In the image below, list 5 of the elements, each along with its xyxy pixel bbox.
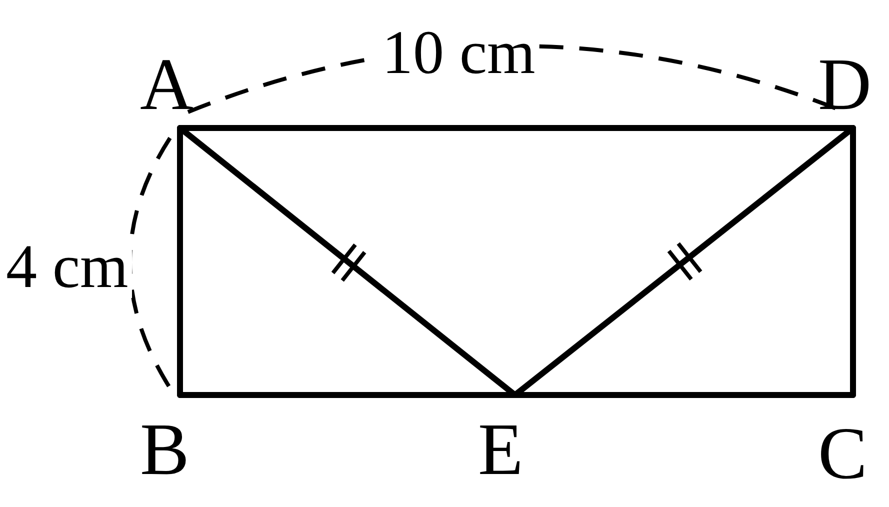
vertex-label: A [140,48,194,122]
vertex-label: D [818,48,872,122]
vertex-label: E [478,413,524,487]
vertex-label: C [818,417,868,491]
vertex-label: B [140,413,190,487]
